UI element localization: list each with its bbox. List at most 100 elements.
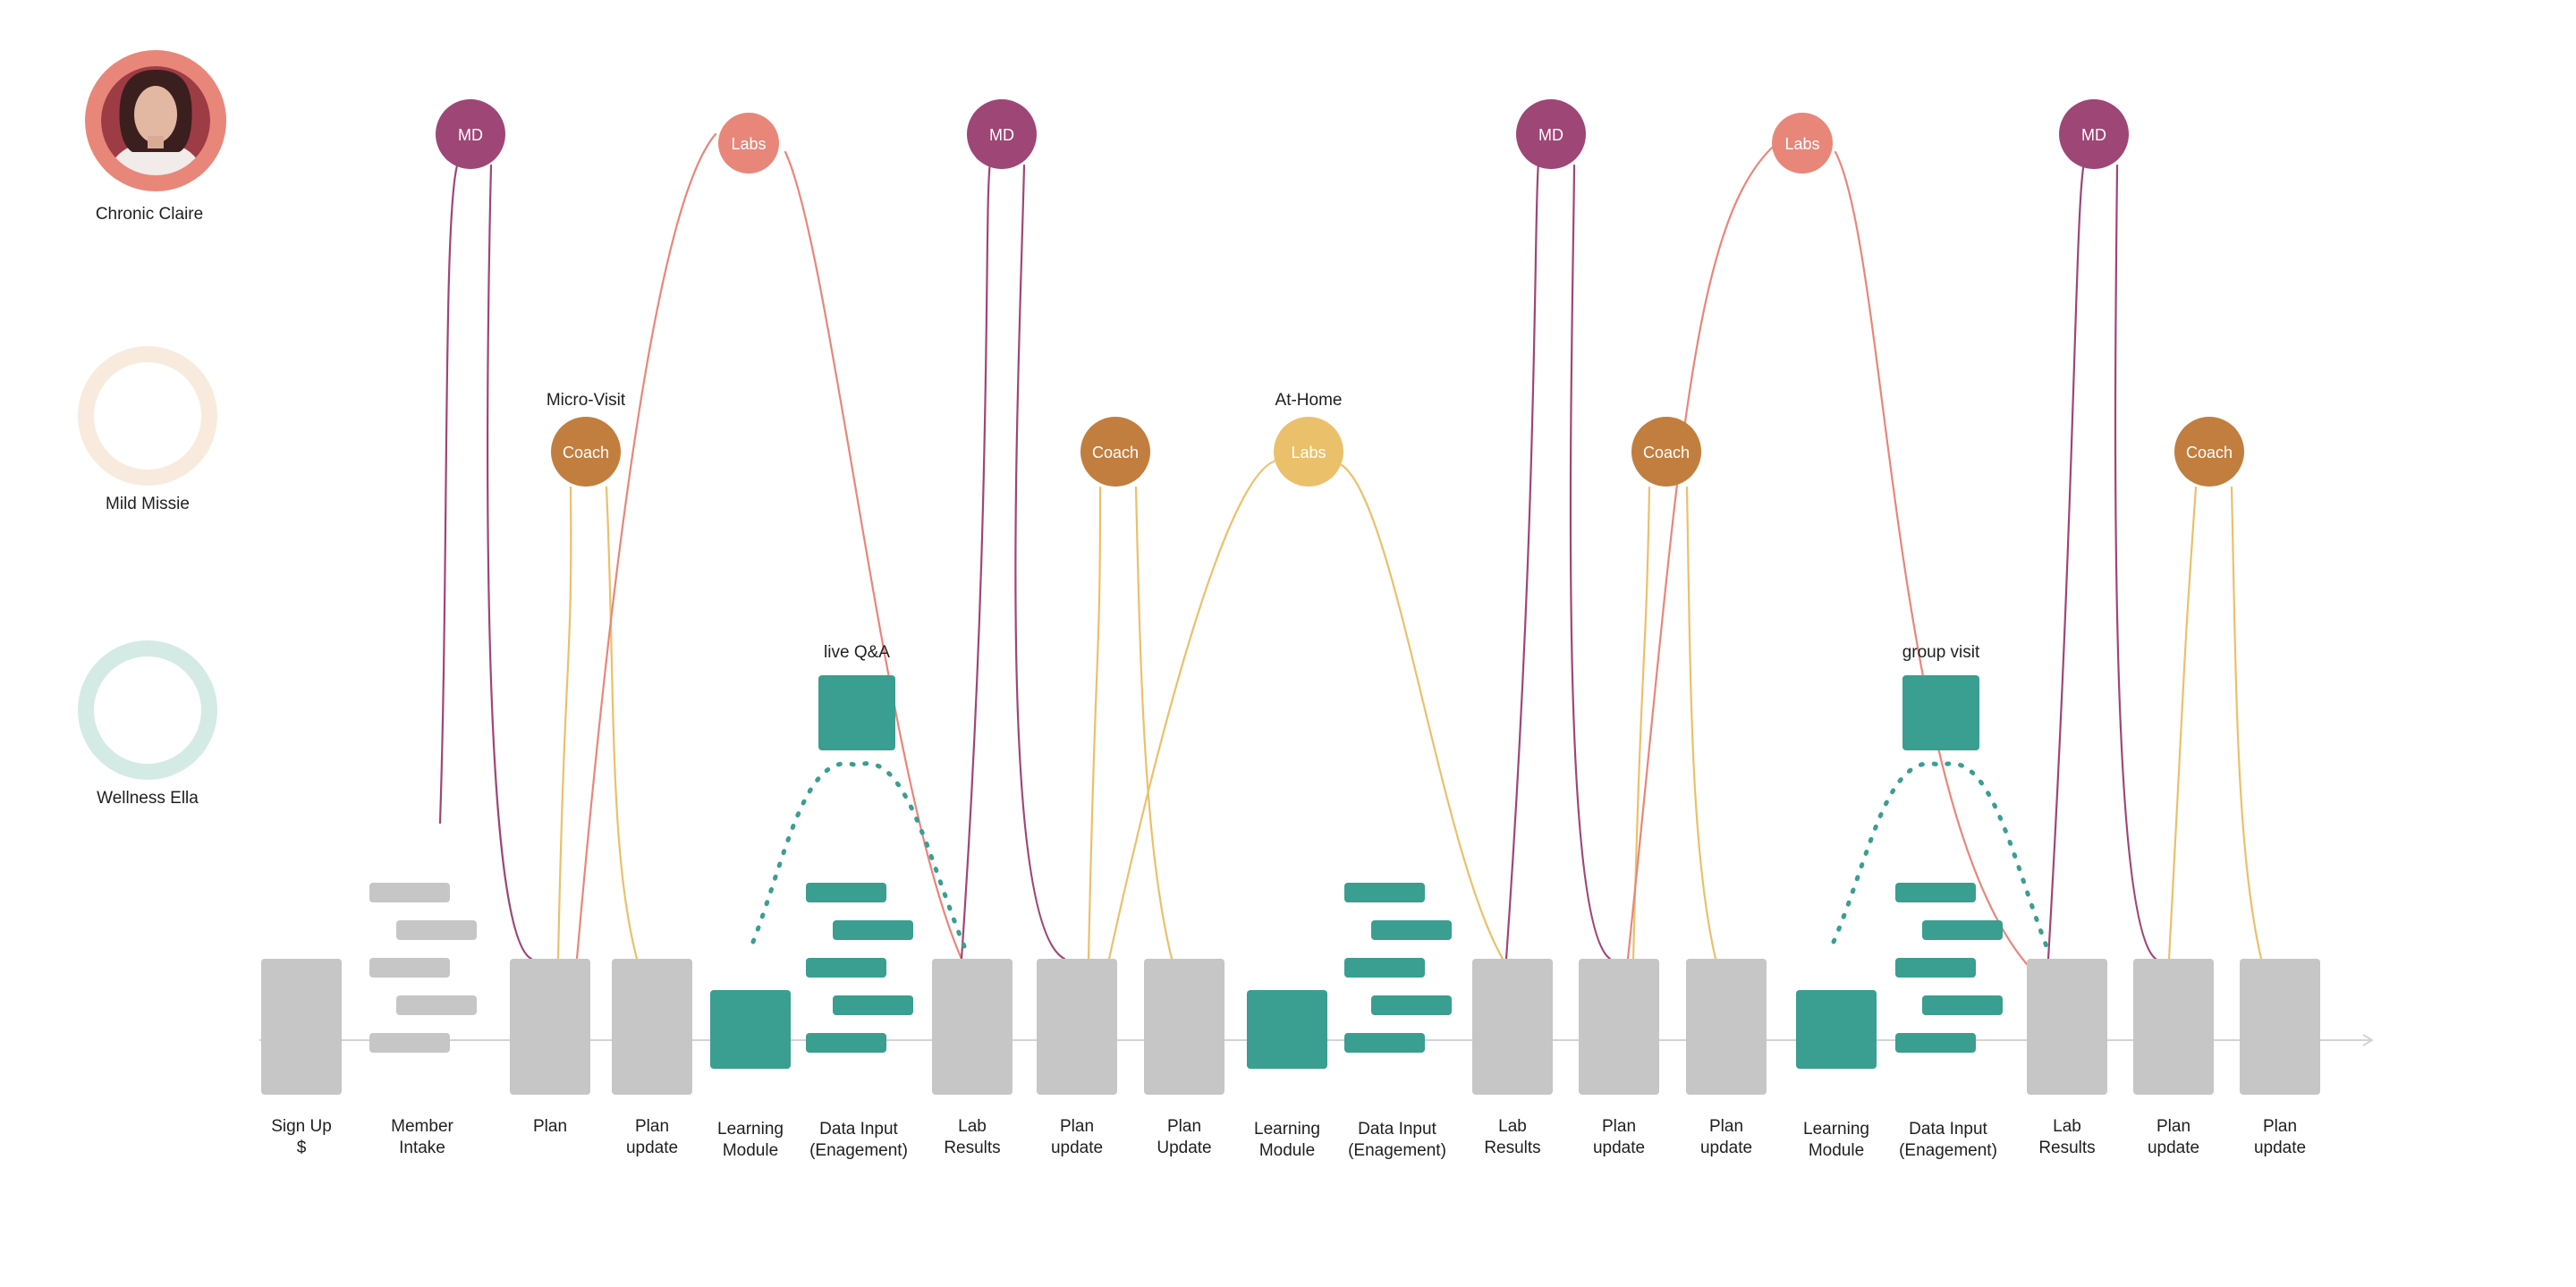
- journey-step: Data Input (Enagement): [1895, 883, 2003, 1160]
- step-card: [932, 959, 1013, 1095]
- learning-module-card: [710, 990, 791, 1069]
- step-label: Results: [1484, 1139, 1540, 1157]
- group-session-label: group visit: [1902, 643, 1980, 662]
- journey-step: Sign Up$: [261, 959, 342, 1157]
- input-bar: [1922, 920, 2003, 940]
- touchpoint-label: Coach: [1643, 444, 1690, 461]
- input-bar: [1344, 958, 1425, 978]
- step-label: Plan: [1709, 1117, 1743, 1136]
- learning-module-card: [1247, 990, 1327, 1069]
- input-bar: [806, 883, 886, 902]
- step-card: [1037, 959, 1117, 1095]
- touchpoint-node: MD: [967, 99, 1037, 169]
- touchpoint-node: MD: [2059, 99, 2129, 169]
- touchpoint-circle: [1631, 417, 1701, 487]
- connector-line: [575, 132, 717, 961]
- touchpoint-circle: [1274, 417, 1343, 487]
- connector-line: [1134, 486, 1174, 961]
- touchpoint-label: Coach: [2186, 444, 2233, 461]
- touchpoint-circle: [551, 417, 621, 487]
- journey-step: Data Input(Enagement): [806, 883, 913, 1160]
- connector-line: [1834, 150, 2029, 966]
- step-label: Plan: [1602, 1117, 1636, 1136]
- step-label: Module: [1259, 1141, 1315, 1160]
- connector-line: [2114, 164, 2157, 961]
- engagement-dotted-curve: [1831, 761, 2049, 949]
- group-session: live Q&A: [818, 643, 895, 750]
- input-bar: [369, 1033, 450, 1053]
- touchpoint-node: MD: [1516, 99, 1586, 169]
- step-label: Data Input: [1358, 1120, 1436, 1139]
- input-bar: [1895, 1033, 1976, 1053]
- connector-line: [556, 486, 572, 961]
- step-label: Results: [944, 1139, 1000, 1157]
- touchpoint-label: MD: [989, 126, 1014, 144]
- persona: Wellness Ella: [78, 640, 217, 808]
- step-label: Module: [723, 1141, 778, 1160]
- touchpoint-label: Labs: [1291, 444, 1326, 461]
- step-label: Learning: [1803, 1120, 1869, 1139]
- step-label: Intake: [399, 1139, 445, 1157]
- connector-line: [1107, 459, 1285, 961]
- connector-line: [438, 161, 460, 825]
- step-card: [1686, 959, 1767, 1095]
- connector-line: [486, 164, 533, 961]
- input-bar: [1371, 995, 1452, 1015]
- input-bar: [1922, 995, 2003, 1015]
- input-bar: [369, 958, 450, 978]
- touchpoint-circle: [2059, 99, 2129, 169]
- step-label: Learning: [717, 1120, 784, 1139]
- input-bar: [806, 1033, 886, 1053]
- connector-line: [2167, 486, 2198, 961]
- step-label: Lab: [958, 1117, 987, 1136]
- connector-line: [1569, 164, 1612, 961]
- step-card: [1472, 959, 1553, 1095]
- touchpoint-node: Coach: [1631, 417, 1701, 487]
- input-bar: [1895, 883, 1976, 902]
- step-label: (Enagement): [1899, 1141, 1997, 1160]
- step-label: Plan: [635, 1117, 669, 1136]
- step-label: update: [2148, 1139, 2199, 1157]
- step-label: Sign Up: [271, 1117, 332, 1136]
- group-session-label: live Q&A: [824, 643, 890, 662]
- connector-line: [960, 161, 992, 961]
- touchpoint-node: Labs: [718, 113, 779, 174]
- step-card: [612, 959, 692, 1095]
- input-bar: [806, 958, 886, 978]
- input-bar: [833, 995, 913, 1015]
- touchpoint-label: Labs: [731, 135, 766, 153]
- step-label: Data Input: [1909, 1120, 1987, 1139]
- input-bar: [1895, 958, 1976, 978]
- connector-line: [1340, 463, 1504, 961]
- step-label: Learning: [1254, 1120, 1320, 1139]
- touchpoint-circle: [1080, 417, 1150, 487]
- touchpoint-label: Labs: [1784, 135, 1819, 153]
- touchpoint-circle: [2174, 417, 2244, 487]
- connector-line: [1087, 486, 1102, 961]
- step-label: Plan: [533, 1117, 567, 1136]
- step-label: Lab: [2053, 1117, 2081, 1136]
- journey-step: Data Input(Enagement): [1344, 883, 1452, 1160]
- step-card: [261, 959, 342, 1095]
- touchpoint-label: MD: [1538, 126, 1563, 144]
- connector-line: [1504, 161, 1540, 961]
- avatar-neck: [148, 136, 164, 148]
- touchpoint-caption: At-Home: [1275, 391, 1343, 410]
- connector-line: [784, 150, 963, 961]
- step-label: update: [1593, 1139, 1645, 1157]
- step-label: (Enagement): [809, 1141, 908, 1160]
- persona-name: Wellness Ella: [97, 789, 199, 808]
- step-label: Module: [1809, 1141, 1864, 1160]
- input-bar: [369, 883, 450, 902]
- touchpoint-circle: [967, 99, 1037, 169]
- step-label: Lab: [1498, 1117, 1527, 1136]
